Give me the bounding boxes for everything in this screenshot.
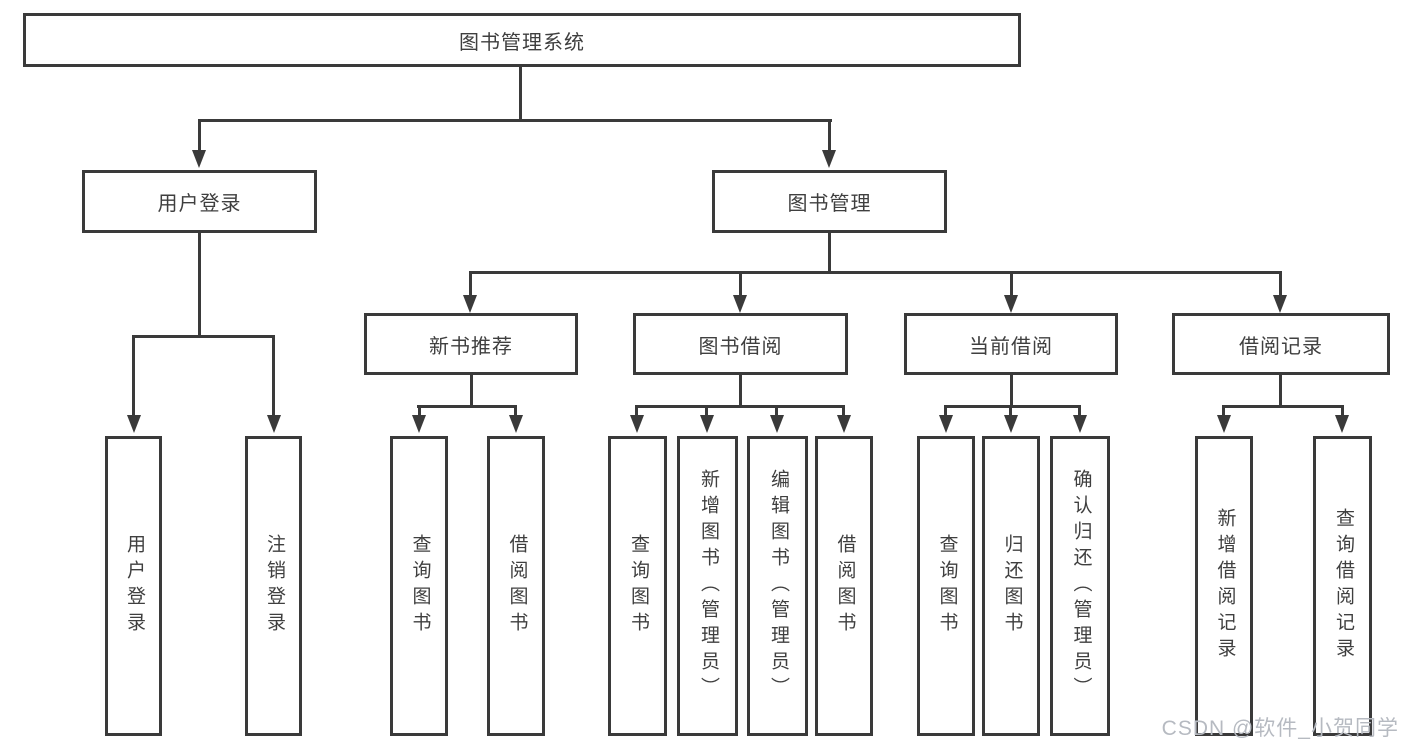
leaf-query-borrow-record: 查询借阅记录 xyxy=(1313,436,1372,736)
node-book-borrowing: 图书借阅 xyxy=(633,313,848,375)
leaf-query-books-borrowing: 查询图书 xyxy=(608,436,667,736)
arrow-down xyxy=(837,415,851,433)
node-label: 图书管理系统 xyxy=(459,31,585,54)
connector-line xyxy=(739,271,742,295)
leaf-borrow-books-recommend: 借阅图书 xyxy=(487,436,545,736)
connector-line xyxy=(198,119,201,152)
arrow-down xyxy=(1217,415,1231,433)
connector-line xyxy=(470,375,473,405)
connector-line xyxy=(1222,405,1343,408)
node-label: 图书管理 xyxy=(787,193,872,215)
node-user-login: 用户登录 xyxy=(82,170,317,233)
node-label: 借阅记录 xyxy=(1239,335,1323,358)
connector-line xyxy=(132,335,275,338)
connector-line xyxy=(1279,271,1282,295)
arrow-down xyxy=(770,415,784,433)
connector-line xyxy=(635,405,638,415)
arrow-down xyxy=(1004,295,1018,313)
arrow-down xyxy=(733,295,747,313)
connector-line xyxy=(418,405,421,415)
leaf-label: 确认归还（管理员） xyxy=(1070,469,1092,703)
leaf-add-borrow-record: 新增借阅记录 xyxy=(1195,436,1253,736)
node-label: 当前借阅 xyxy=(969,335,1053,358)
leaf-label: 用户登录 xyxy=(123,534,145,638)
connector-line xyxy=(828,233,831,271)
connector-line xyxy=(1222,405,1225,415)
arrow-down xyxy=(1335,415,1349,433)
arrow-down xyxy=(939,415,953,433)
leaf-query-books-recommend: 查询图书 xyxy=(390,436,448,736)
connector-line xyxy=(272,335,275,415)
node-new-book-recommendation: 新书推荐 xyxy=(364,313,578,375)
connector-line xyxy=(775,405,778,415)
leaf-borrow-books-borrowing: 借阅图书 xyxy=(815,436,873,736)
connector-line xyxy=(132,335,135,415)
node-label: 图书借阅 xyxy=(698,335,783,358)
leaf-confirm-return-admin: 确认归还（管理员） xyxy=(1050,436,1110,736)
leaf-label: 查询借阅记录 xyxy=(1332,508,1354,664)
connector-line xyxy=(635,405,845,408)
arrow-down xyxy=(1273,295,1287,313)
connector-line xyxy=(944,405,947,415)
node-label: 用户登录 xyxy=(157,193,242,215)
connector-line xyxy=(417,405,517,408)
leaf-label: 新增借阅记录 xyxy=(1214,508,1236,664)
leaf-return-books: 归还图书 xyxy=(982,436,1040,736)
connector-line xyxy=(1010,271,1013,295)
node-library-system: 图书管理系统 xyxy=(23,13,1021,67)
leaf-label: 查询图书 xyxy=(409,534,431,638)
connector-line xyxy=(198,119,832,122)
leaf-logout: 注销登录 xyxy=(245,436,302,736)
arrow-down xyxy=(1073,415,1087,433)
leaf-label: 借阅图书 xyxy=(834,534,856,638)
arrow-down xyxy=(463,295,477,313)
connector-line xyxy=(519,67,522,119)
leaf-label: 查询图书 xyxy=(936,534,958,638)
leaf-label: 编辑图书（管理员） xyxy=(767,469,789,703)
connector-line xyxy=(842,405,845,415)
leaf-query-books-current: 查询图书 xyxy=(917,436,975,736)
leaf-label: 借阅图书 xyxy=(506,534,528,638)
arrow-down xyxy=(700,415,714,433)
node-borrowing-records: 借阅记录 xyxy=(1172,313,1390,375)
arrow-down xyxy=(509,415,523,433)
connector-line xyxy=(1010,375,1013,405)
node-book-management: 图书管理 xyxy=(712,170,947,233)
node-label: 新书推荐 xyxy=(429,335,513,358)
connector-line xyxy=(469,271,472,295)
connector-line xyxy=(198,233,201,335)
connector-line xyxy=(514,405,517,415)
leaf-label: 注销登录 xyxy=(263,534,285,638)
connector-line xyxy=(1279,375,1282,405)
connector-line xyxy=(1009,405,1012,415)
connector-line xyxy=(1078,405,1081,415)
connector-line xyxy=(1341,405,1344,415)
csdn-watermark: CSDN @软件_小贺同学 xyxy=(1161,717,1399,740)
connector-line xyxy=(944,405,1081,408)
leaf-edit-books-admin: 编辑图书（管理员） xyxy=(747,436,808,736)
leaf-add-books-admin: 新增图书（管理员） xyxy=(677,436,738,736)
arrow-down xyxy=(192,150,206,168)
arrow-down xyxy=(1004,415,1018,433)
connector-line xyxy=(469,271,1282,274)
leaf-label: 新增图书（管理员） xyxy=(697,469,719,703)
leaf-label: 查询图书 xyxy=(627,534,649,638)
connector-line xyxy=(705,405,708,415)
connector-line xyxy=(739,375,742,405)
arrow-down xyxy=(630,415,644,433)
arrow-down xyxy=(822,150,836,168)
arrow-down xyxy=(412,415,426,433)
node-current-borrowing: 当前借阅 xyxy=(904,313,1118,375)
leaf-user-login: 用户登录 xyxy=(105,436,162,736)
leaf-label: 归还图书 xyxy=(1001,534,1023,638)
arrow-down xyxy=(267,415,281,433)
arrow-down xyxy=(127,415,141,433)
connector-line xyxy=(828,119,831,152)
